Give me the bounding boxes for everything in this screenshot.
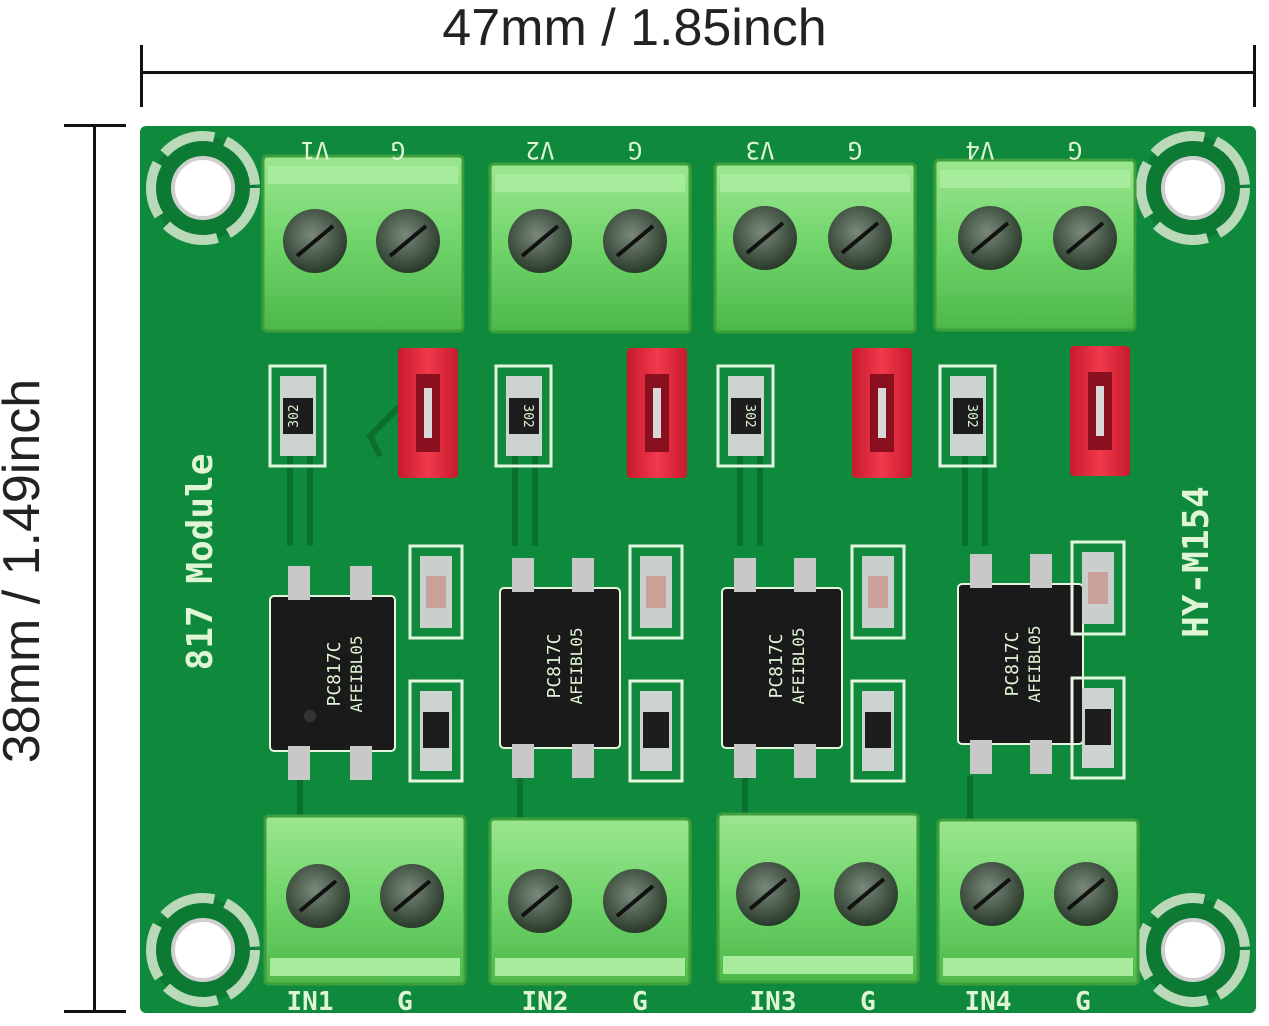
chip-lot-code: AFEIBL05 [347, 635, 366, 712]
mounting-hole-top-left [146, 131, 260, 245]
top-terminal-block-2 [488, 162, 692, 334]
top-label-v2: V2 [526, 136, 555, 164]
bottom-label-g2: G [632, 987, 648, 1013]
top-label-g4: G [1068, 136, 1082, 164]
bottom-terminal-labels: IN1 G IN2 G IN3 G IN4 G [287, 987, 1091, 1013]
resistor-lower-2 [628, 679, 684, 783]
chip-part-number: PC817C [544, 633, 565, 698]
resistor-upper-1: 302 [268, 364, 327, 468]
resistor-lower-1 [408, 679, 464, 783]
top-terminal-block-1 [261, 154, 465, 333]
chip-lot-code: AFEIBL05 [567, 627, 586, 704]
model-label: HY-M154 [1176, 486, 1217, 638]
bottom-terminal-block-2 [488, 817, 692, 986]
jumper-1 [398, 348, 458, 478]
led-1 [408, 544, 464, 640]
mounting-hole-top-right [1136, 131, 1250, 245]
optocoupler-1: PC817C AFEIBL05 [269, 566, 396, 780]
top-label-g1: G [391, 136, 405, 164]
top-label-v4: V4 [966, 136, 995, 164]
pcb-board: V1 G V2 G V3 G V4 G 302 302 302 302 [140, 126, 1256, 1013]
height-dimension-text: 38mm / 1.49inch [0, 378, 51, 764]
bottom-label-in4: IN4 [965, 987, 1012, 1013]
bottom-label-g3: G [860, 987, 876, 1013]
resistor-upper-3: 302 [716, 364, 775, 468]
chip-part-number: PC817C [324, 641, 345, 706]
top-label-v3: V3 [746, 136, 775, 164]
led-3 [850, 544, 906, 640]
top-label-g3: G [848, 136, 862, 164]
pcb-substrate [140, 126, 1256, 1013]
top-terminal-labels: V1 G V2 G V3 G V4 G [301, 136, 1083, 164]
width-dimension-line [142, 71, 1255, 74]
led-2 [628, 544, 684, 640]
optocoupler-4: PC817C AFEIBL05 [957, 554, 1084, 774]
optocoupler-3: PC817C AFEIBL05 [721, 558, 843, 778]
chip-lot-code: AFEIBL05 [789, 627, 808, 704]
module-label: 817 Module [180, 454, 221, 671]
resistor-code: 302 [742, 404, 757, 427]
bottom-label-in1: IN1 [287, 987, 334, 1013]
resistor-code: 302 [520, 404, 535, 427]
resistor-lower-3 [850, 679, 906, 783]
bottom-terminal-block-3 [716, 812, 920, 984]
bottom-label-in3: IN3 [750, 987, 797, 1013]
bottom-label-g4: G [1075, 987, 1091, 1013]
jumper-3 [852, 348, 912, 478]
resistor-lower-4 [1070, 676, 1126, 780]
chip-part-number: PC817C [1002, 631, 1023, 696]
jumper-4 [1070, 346, 1130, 476]
led-4 [1070, 540, 1126, 636]
height-dimension-line [93, 126, 96, 1012]
bottom-terminal-block-1 [263, 814, 467, 986]
height-dimension-tick-bottom [64, 1010, 126, 1013]
resistor-code: 302 [964, 404, 979, 427]
width-dimension-text: 47mm / 1.85inch [442, 0, 827, 57]
top-terminal-block-3 [713, 162, 917, 334]
chip-part-number: PC817C [766, 633, 787, 698]
resistor-upper-2: 302 [494, 364, 553, 468]
width-dimension-tick-right [1253, 45, 1256, 107]
top-label-v1: V1 [301, 136, 330, 164]
chip-lot-code: AFEIBL05 [1025, 625, 1044, 702]
top-terminal-block-4 [933, 158, 1137, 332]
top-label-g2: G [628, 136, 642, 164]
bottom-label-g1: G [397, 987, 413, 1013]
mounting-hole-bottom-right [1136, 893, 1250, 1007]
mounting-hole-bottom-left [146, 893, 260, 1007]
bottom-label-in2: IN2 [522, 987, 569, 1013]
resistor-upper-4: 302 [938, 364, 997, 468]
height-dimension-tick-top [64, 124, 126, 127]
optocoupler-2: PC817C AFEIBL05 [499, 558, 621, 778]
resistor-code: 302 [287, 404, 302, 427]
jumper-2 [627, 348, 687, 478]
width-dimension-tick-left [140, 45, 143, 107]
bottom-terminal-block-4 [936, 818, 1140, 986]
